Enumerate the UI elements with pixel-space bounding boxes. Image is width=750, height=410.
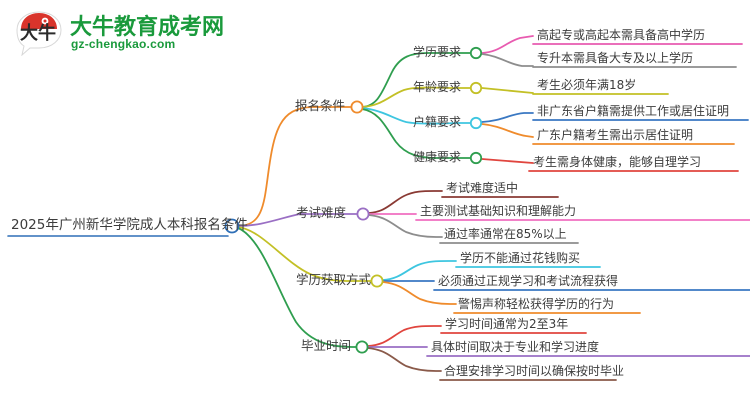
- link-baoming-to-huji: [361, 107, 472, 125]
- branch-label-biye[interactable]: 毕业时间: [301, 338, 352, 353]
- leaf-label[interactable]: 广东户籍考生需出示居住证明: [537, 128, 694, 142]
- link-huji-leaf-2: [481, 123, 534, 138]
- leaf-label[interactable]: 高起专或高起本需具备高中学历: [537, 28, 706, 42]
- root-node[interactable]: [224, 218, 240, 234]
- root-label[interactable]: 2025年广州新华学院成人本科报名条件: [11, 217, 248, 233]
- branch-node-baoming[interactable]: [350, 100, 364, 114]
- branch-node-xueli[interactable]: [370, 274, 384, 288]
- link-huji-leaf-1: [481, 112, 534, 123]
- link-baoming-to-nianling: [361, 86, 472, 108]
- link-jiankang-leaf-1: [481, 158, 534, 164]
- link-biye-leaf-3: [367, 347, 442, 372]
- branch-node-biye[interactable]: [355, 340, 369, 354]
- leaf-label[interactable]: 学习时间通常为2至3年: [445, 317, 569, 331]
- branch-node-kaoshi[interactable]: [356, 207, 370, 221]
- branch-label-baoming[interactable]: 报名条件: [295, 98, 346, 113]
- branch-label-xueli[interactable]: 学历获取方式: [296, 272, 372, 287]
- sub-label-huji[interactable]: 户籍要求: [413, 115, 462, 129]
- leaf-label[interactable]: 考试难度适中: [446, 181, 519, 195]
- link-nianling-leaf-1: [481, 87, 534, 94]
- link-xueli-leaf-3: [382, 281, 457, 305]
- leaf-label[interactable]: 学历不能通过花钱购买: [460, 251, 581, 265]
- logo-name-cn: 大牛教育成考网: [70, 15, 225, 40]
- sub-node-xueliyaoqiu[interactable]: [469, 46, 483, 60]
- sub-node-huji[interactable]: [469, 116, 483, 130]
- link-xueliyaoqiu-leaf-2: [481, 53, 534, 67]
- leaf-label[interactable]: 专升本需具备大专及以上学历: [537, 51, 694, 65]
- logo-mark-text: 大牛: [20, 22, 56, 44]
- sub-node-jiankang[interactable]: [469, 151, 483, 165]
- link-xueliyaoqiu-leaf-1: [481, 35, 534, 54]
- leaf-label[interactable]: 合理安排学习时间以确保按时毕业: [444, 364, 625, 378]
- link-kaoshi-leaf-1: [368, 190, 443, 214]
- leaf-label[interactable]: 考生需身体健康，能够自理学习: [533, 155, 702, 169]
- link-baoming-to-xueliyaoqiu: [361, 52, 472, 108]
- link-biye-leaf-1: [367, 325, 442, 347]
- leaf-label[interactable]: 考生必须年满18岁: [537, 78, 637, 92]
- sub-label-jiankang[interactable]: 健康要求: [413, 150, 462, 164]
- leaf-label[interactable]: 警惕声称轻松获得学历的行为: [458, 297, 615, 311]
- sub-label-nianling[interactable]: 年龄要求: [413, 80, 462, 94]
- link-kaoshi-leaf-3: [368, 214, 443, 238]
- link-root-to-kaoshi: [237, 213, 359, 227]
- sub-node-nianling[interactable]: [469, 81, 483, 95]
- logo-name-en: gz-chengkao.com: [71, 37, 176, 51]
- link-baoming-to-jiankang: [361, 108, 472, 159]
- logo-mark-icon: 大牛: [14, 10, 64, 57]
- leaf-label[interactable]: 具体时间取决于专业和学习进度: [431, 340, 600, 354]
- logo-wordmark: 大牛教育成考网 gz-chengkao.com: [70, 8, 245, 56]
- sub-label-xueliyaoqiu[interactable]: 学历要求: [413, 45, 462, 59]
- leaf-label[interactable]: 通过率通常在85%以上: [444, 227, 567, 241]
- link-root-to-xueli: [237, 226, 373, 282]
- site-logo: 大牛 大牛教育成考网 gz-chengkao.com: [14, 8, 244, 58]
- leaf-label[interactable]: 必须通过正规学习和考试流程获得: [438, 274, 619, 288]
- link-xueli-leaf-1: [382, 260, 457, 281]
- branch-label-kaoshi[interactable]: 考试难度: [296, 205, 347, 220]
- leaf-label[interactable]: 非广东省户籍需提供工作或居住证明: [537, 104, 730, 118]
- link-root-to-biye: [237, 227, 358, 348]
- leaf-label[interactable]: 主要测试基础知识和理解能力: [420, 204, 577, 218]
- link-root-to-baoming: [237, 106, 353, 227]
